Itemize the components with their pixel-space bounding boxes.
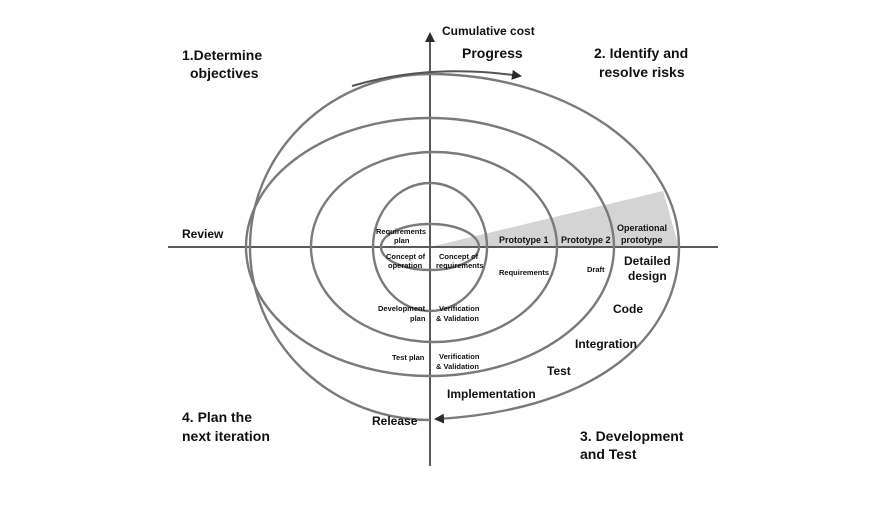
code-phase-label: Code bbox=[613, 302, 643, 316]
quadrant-1-line1: 1.Determine bbox=[182, 47, 262, 63]
spiral-ring-4 bbox=[244, 116, 616, 378]
integration-phase-label: Integration bbox=[575, 337, 637, 351]
cumulative-cost-label: Cumulative cost bbox=[442, 24, 535, 38]
review-label: Review bbox=[182, 227, 224, 241]
progress-arrow bbox=[351, 69, 522, 87]
development-sweep-arrow bbox=[434, 246, 681, 424]
implementation-phase-label: Implementation bbox=[447, 387, 536, 401]
prototype-1-label: Prototype 1 bbox=[499, 235, 549, 245]
progress-label: Progress bbox=[462, 45, 523, 61]
concept-of-requirements-line1: Concept of bbox=[439, 252, 479, 261]
verification-validation-1-line2: & Validation bbox=[436, 314, 479, 323]
quadrant-4-line1: 4. Plan the bbox=[182, 409, 252, 425]
verification-validation-2-line2: & Validation bbox=[436, 362, 479, 371]
risk-analysis-wedge bbox=[430, 191, 679, 247]
detailed-design-line2: design bbox=[628, 269, 667, 283]
quadrant-2-line1: 2. Identify and bbox=[594, 45, 688, 61]
verification-validation-1-line1: Verification bbox=[439, 304, 480, 313]
test-phase-label: Test bbox=[547, 364, 571, 378]
operational-prototype-line1: Operational bbox=[617, 223, 667, 233]
quadrant-3-line2: and Test bbox=[580, 446, 637, 462]
requirements-plan-line2: plan bbox=[394, 236, 410, 245]
concept-of-requirements-line2: requirements bbox=[436, 261, 484, 270]
quadrant-1-line2: objectives bbox=[190, 65, 259, 81]
draft-phase-label: Draft bbox=[587, 265, 605, 274]
quadrant-4-line2: next iteration bbox=[182, 428, 270, 444]
spiral-ring-1 bbox=[379, 222, 481, 272]
development-plan-line1: Development bbox=[378, 304, 426, 313]
requirements-phase-label: Requirements bbox=[499, 268, 549, 277]
quadrant-3-line1: 3. Development bbox=[580, 428, 684, 444]
detailed-design-line1: Detailed bbox=[624, 254, 671, 268]
operational-prototype-line2: prototype bbox=[621, 235, 663, 245]
concept-of-operation-line1: Concept of bbox=[386, 252, 426, 261]
release-label: Release bbox=[372, 414, 418, 428]
requirements-plan-line1: Requirements bbox=[376, 227, 426, 236]
test-plan-label: Test plan bbox=[392, 353, 425, 362]
quadrant-2-line2: resolve risks bbox=[599, 64, 685, 80]
spiral-ring-outer bbox=[248, 72, 681, 422]
prototype-2-label: Prototype 2 bbox=[561, 235, 611, 245]
development-plan-line2: plan bbox=[410, 314, 426, 323]
spiral-ring-3 bbox=[309, 150, 559, 344]
verification-validation-2-line1: Verification bbox=[439, 352, 480, 361]
spiral-ring-2 bbox=[371, 181, 489, 313]
concept-of-operation-line2: operation bbox=[388, 261, 423, 270]
